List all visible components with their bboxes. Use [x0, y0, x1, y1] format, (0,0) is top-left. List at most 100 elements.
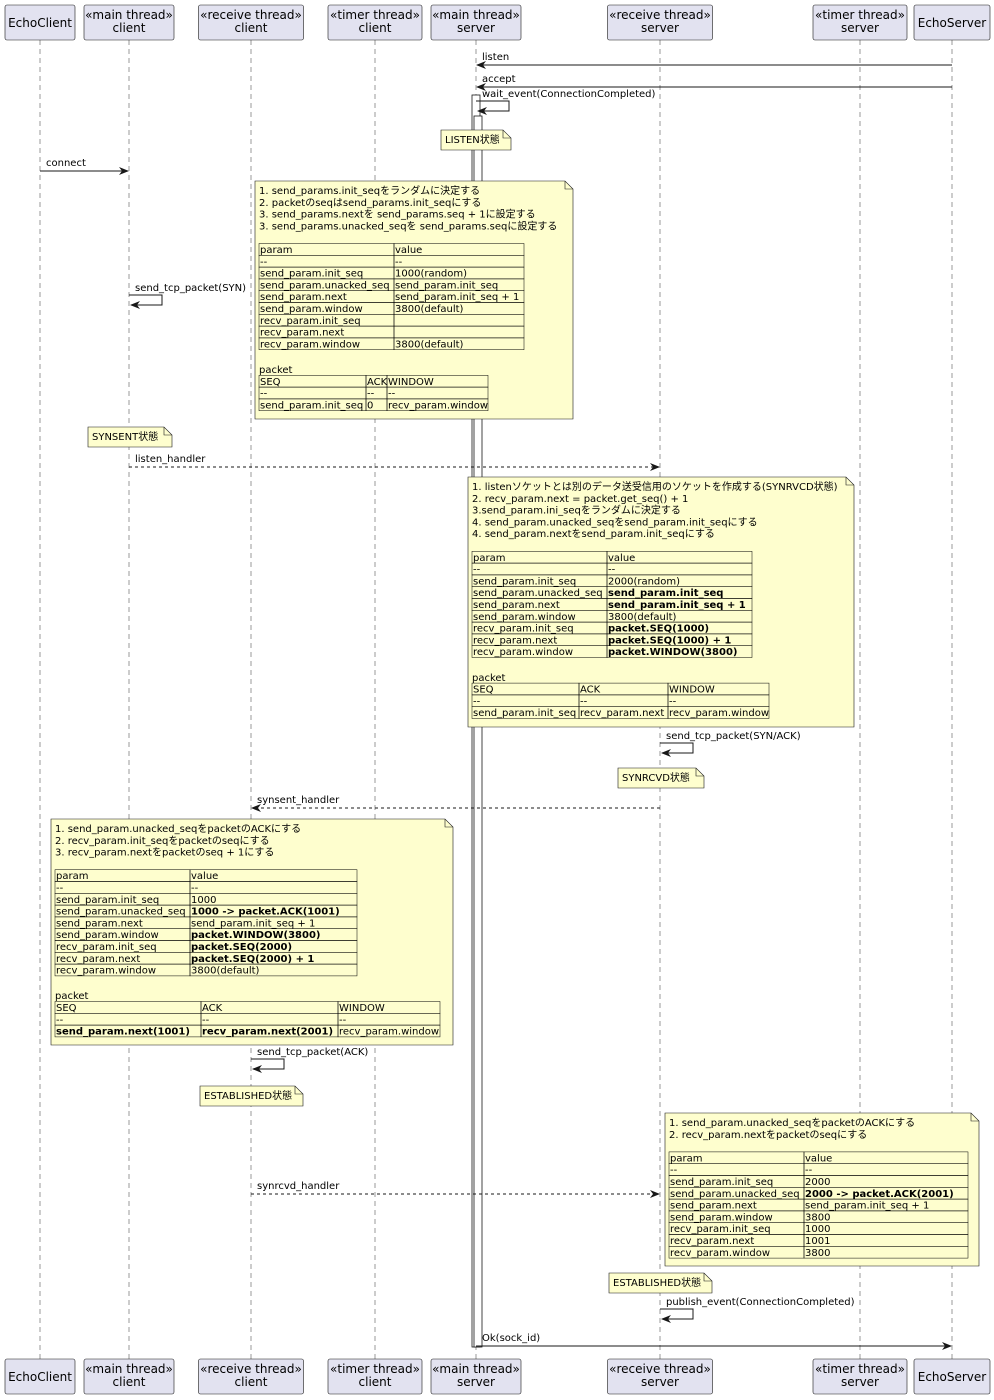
table-value-cell: recv_param.window — [473, 647, 573, 658]
table-value-cell: -- — [339, 1015, 347, 1026]
participant-label: client — [235, 21, 268, 35]
participant-box — [430, 1358, 522, 1395]
participant-label: server — [841, 21, 879, 35]
message-connect: connect — [40, 158, 129, 175]
table-header-cell: ACK — [367, 377, 388, 388]
table-value-cell: -- — [580, 696, 588, 707]
participant-echoclient-top: EchoClient — [4, 4, 76, 41]
table-value-cell: send_param.init_seq — [473, 708, 576, 719]
participant-client_main-top: «main thread»client — [83, 4, 175, 41]
table-value-cell: -- — [202, 1015, 210, 1026]
note-body — [87, 426, 173, 448]
note-line: 3.send_param.ini_seqをランダムに決定する — [472, 504, 681, 517]
table-cell — [606, 645, 753, 658]
participant-echoserver-bottom: EchoServer — [913, 1358, 991, 1395]
participant-box — [198, 1358, 304, 1395]
message-listen: listen — [476, 52, 952, 69]
table-value-cell: 2000(random) — [608, 576, 680, 587]
table-value-cell: send_param.unacked_seq — [473, 588, 603, 599]
table-value-cell: -- — [669, 696, 677, 707]
table-value-cell: send_param.next(1001) — [56, 1027, 190, 1038]
message-label: send_tcp_packet(SYN) — [135, 283, 246, 294]
note-body — [608, 1272, 713, 1294]
participant-label: «receive thread» — [609, 8, 711, 22]
participant-label: «main thread» — [85, 8, 173, 22]
note-body — [50, 818, 454, 1046]
participant-server_recv-bottom: «receive thread»server — [607, 1358, 713, 1395]
participant-label: «receive thread» — [609, 1362, 711, 1376]
participant-client_recv-bottom: «receive thread»client — [198, 1358, 304, 1395]
table-header-cell: ACK — [202, 1003, 223, 1014]
table-value-cell: send_param.window — [670, 1212, 773, 1223]
table-value-cell: packet.WINDOW(3800) — [608, 647, 738, 658]
table-value-cell: 3800(default) — [395, 339, 464, 350]
note-line: 1. send_params.init_seqをランダムに決定する — [259, 184, 480, 197]
table-value-cell: -- — [191, 883, 199, 894]
participant-label: server — [641, 1375, 679, 1389]
message-arrow — [660, 742, 694, 757]
table-header-cell: param — [56, 871, 88, 882]
table-value-cell: send_param.unacked_seq — [260, 280, 390, 291]
message-label: send_tcp_packet(ACK) — [257, 1047, 368, 1058]
table-value-cell: recv_param.next(2001) — [202, 1027, 333, 1038]
note-fold — [564, 181, 573, 190]
note-line: 2. recv_param.next = packet.get_seq() + … — [472, 494, 688, 505]
message-listen-handler: listen_handler — [129, 454, 660, 471]
table-cell — [386, 398, 489, 411]
note-body — [617, 767, 705, 789]
table-value-cell: send_param.init_seq — [670, 1177, 773, 1188]
note-line: ESTABLISHED状態 — [613, 1276, 701, 1289]
table-value-cell: -- — [805, 1165, 813, 1176]
table-value-cell: packet.WINDOW(3800) — [191, 930, 321, 941]
table-value-cell: send_param.init_seq + 1 — [608, 600, 746, 611]
table-value-cell: recv_param.window — [339, 1027, 439, 1038]
note-line: 2. recv_param.init_seqをpacketのseqにする — [55, 835, 270, 847]
message-arrow — [251, 1058, 285, 1073]
participant-client_recv-top: «receive thread»client — [198, 4, 304, 41]
message-accept: accept — [476, 74, 952, 91]
participant-client_timer-bottom: «timer thread»client — [327, 1358, 423, 1395]
table-header-cell: SEQ — [473, 685, 494, 696]
table-cell — [803, 1246, 969, 1259]
table-header-cell: param — [260, 245, 292, 256]
note-body — [199, 1085, 304, 1107]
table-header-cell: value — [805, 1153, 832, 1164]
note-table-title: packet — [259, 365, 293, 376]
table-value-cell: packet.SEQ(1000) — [608, 624, 709, 635]
participant-label: «timer thread» — [330, 8, 420, 22]
participant-server_recv-top: «receive thread»server — [607, 4, 713, 41]
table-value-cell: recv_param.init_seq — [473, 624, 574, 635]
participant-label: client — [113, 21, 146, 35]
table-value-cell: send_param.next — [260, 292, 347, 303]
table-value-cell: send_param.init_seq — [260, 269, 363, 280]
message-label: synsent_handler — [257, 795, 340, 806]
participant-box — [812, 4, 908, 41]
table-value-cell: recv_param.window — [260, 339, 360, 350]
table-value-cell: send_param.window — [473, 612, 576, 623]
note-established-server: ESTABLISHED状態 — [608, 1272, 713, 1294]
participant-client_main-bottom: «main thread»client — [83, 1358, 175, 1395]
participant-box — [4, 4, 76, 41]
note-body — [664, 1112, 980, 1267]
note-fold — [970, 1113, 979, 1122]
message-send-synack: send_tcp_packet(SYN/ACK) — [660, 731, 801, 757]
table-value-cell: packet.SEQ(1000) + 1 — [608, 635, 731, 646]
table-value-cell: 3800(default) — [608, 612, 677, 623]
participant-label: EchoClient — [8, 16, 72, 30]
participant-box — [198, 4, 304, 41]
message-synsent-handler: synsent_handler — [251, 795, 660, 812]
table-value-cell: send_param.init_seq — [56, 895, 159, 906]
table-header-cell: value — [191, 871, 218, 882]
note-body — [440, 129, 512, 151]
participant-label: server — [457, 1375, 495, 1389]
participant-box — [607, 1358, 713, 1395]
note-body — [467, 476, 855, 728]
message-publish-event: publish_event(ConnectionCompleted) — [660, 1297, 855, 1323]
note-synsent-state: SYNSENT状態 — [87, 426, 173, 448]
message-send-ack: send_tcp_packet(ACK) — [251, 1047, 368, 1073]
note-line: 3. send_params.nextを send_params.seq + 1… — [259, 208, 536, 221]
